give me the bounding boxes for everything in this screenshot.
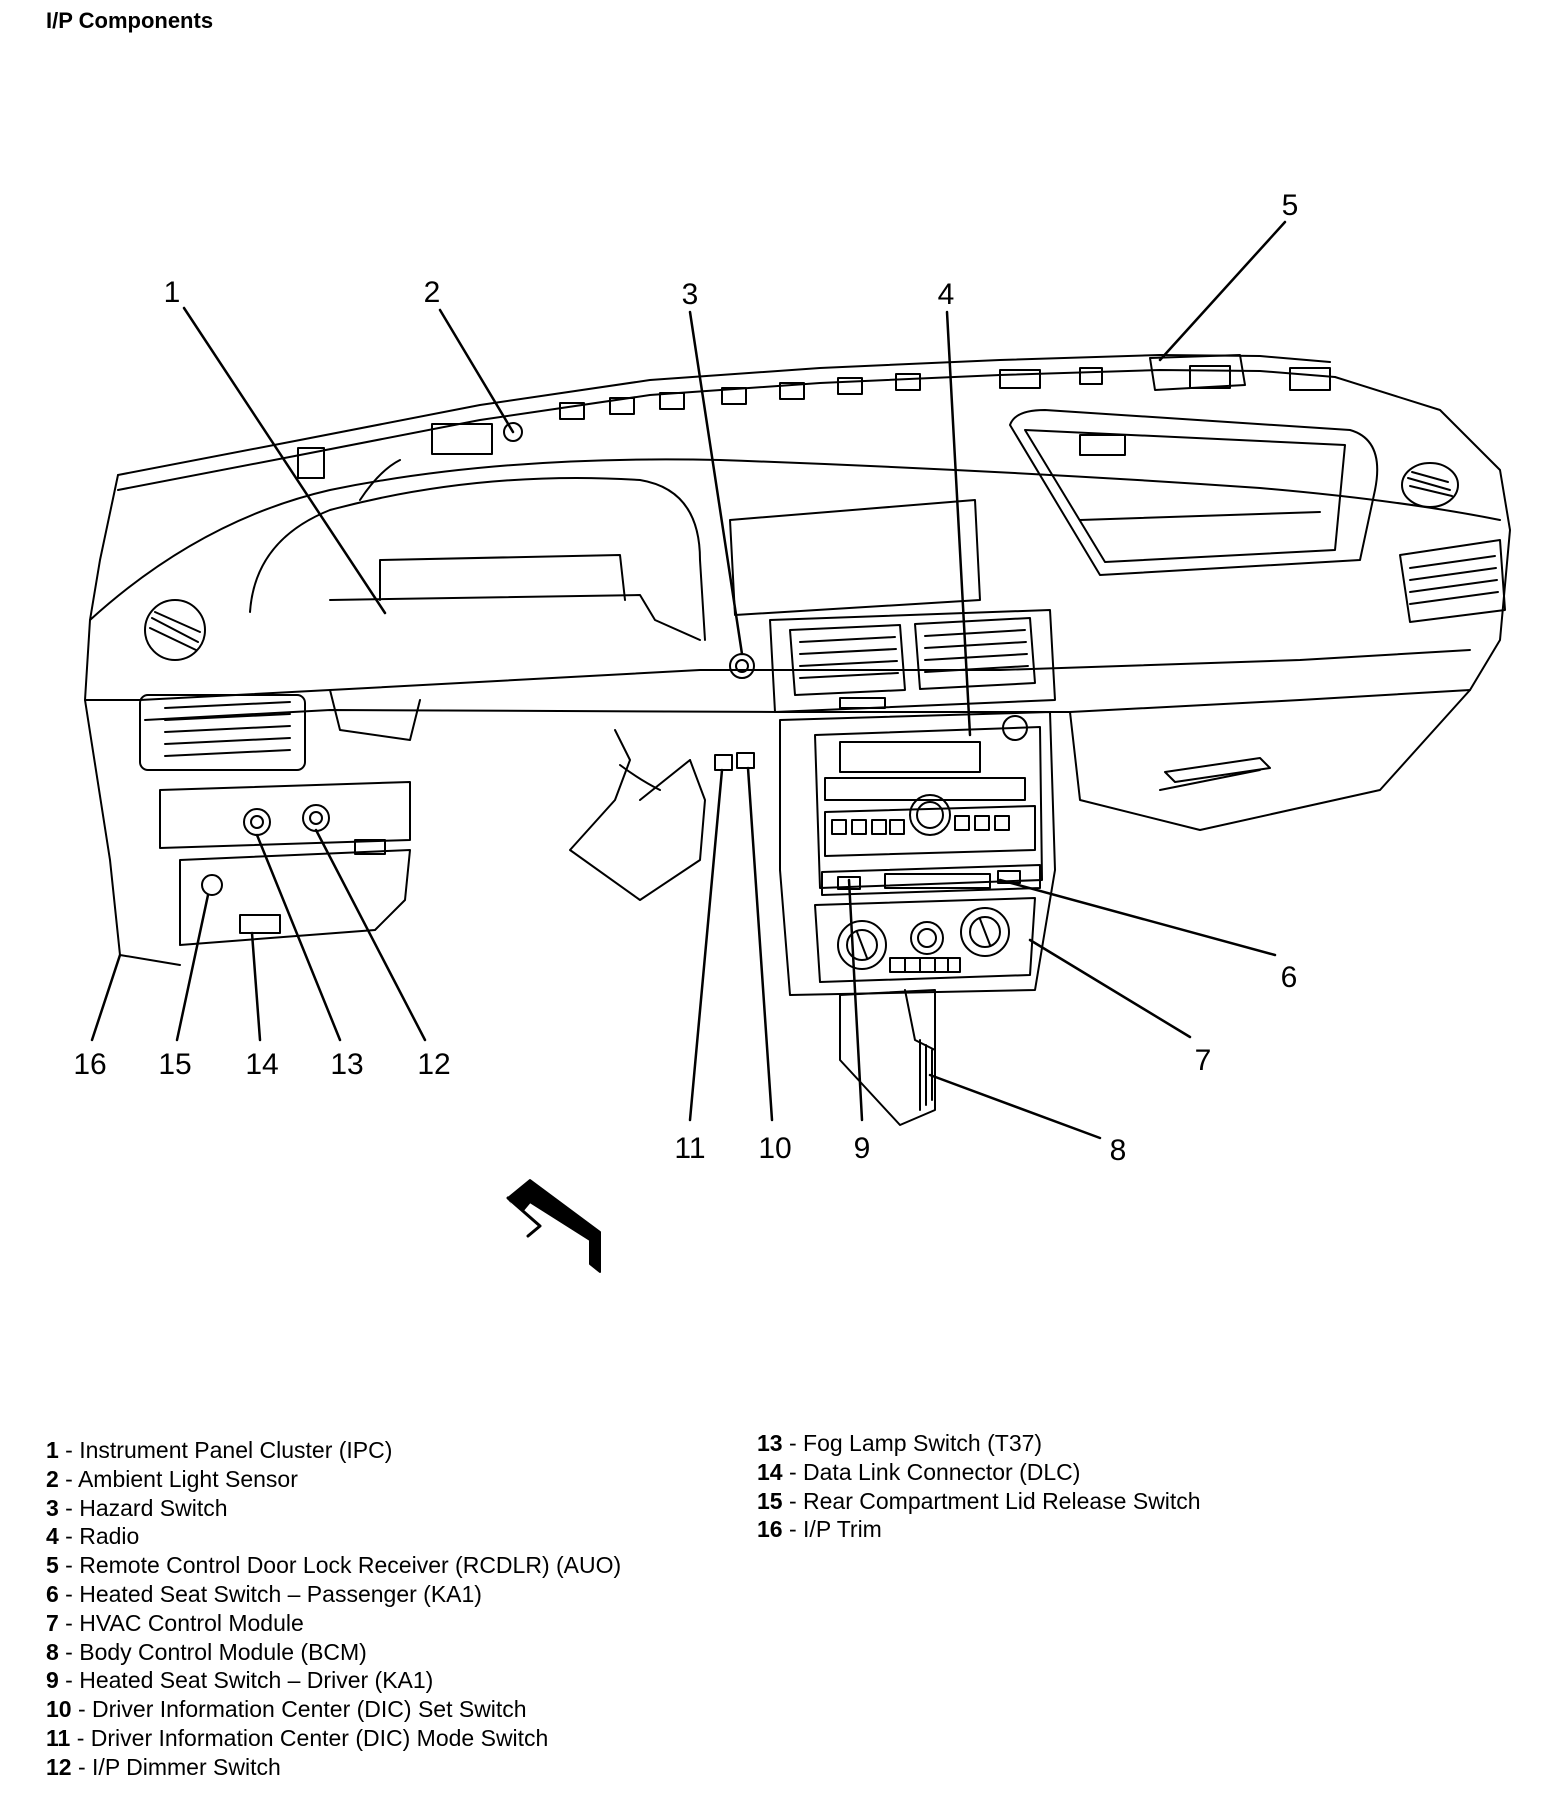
- defroster-slots: [297, 365, 1331, 479]
- callout-1: 1: [164, 276, 181, 309]
- legend-item: 15 - Rear Compartment Lid Release Switch: [757, 1487, 1201, 1516]
- legend-item: 4 - Radio: [46, 1522, 621, 1551]
- legend-text: - HVAC Control Module: [58, 1609, 304, 1636]
- legend-number: 16: [757, 1516, 783, 1543]
- legend-text: - Data Link Connector (DLC): [782, 1458, 1081, 1485]
- callout-14: 14: [245, 1048, 278, 1081]
- legend-item: 11 - Driver Information Center (DIC) Mod…: [46, 1724, 621, 1753]
- legend-item: 12 - I/P Dimmer Switch: [46, 1753, 621, 1782]
- instrument-panel-outline: [84, 354, 1511, 966]
- legend-number: 5: [46, 1552, 59, 1579]
- front-view-arrow: [506, 1179, 601, 1273]
- legend-text: - Body Control Module (BCM): [58, 1638, 367, 1665]
- legend-item: 10 - Driver Information Center (DIC) Set…: [46, 1695, 621, 1724]
- left-rect-vent: [139, 694, 306, 771]
- legend-number: 9: [46, 1667, 59, 1694]
- legend-item: 8 - Body Control Module (BCM): [46, 1638, 621, 1667]
- callout-10: 10: [758, 1132, 791, 1165]
- legend-number: 4: [46, 1523, 59, 1550]
- cluster-hood: [249, 459, 706, 741]
- legend-number: 15: [757, 1487, 783, 1514]
- legend-text: - Driver Information Center (DIC) Set Sw…: [71, 1696, 527, 1723]
- callout-4: 4: [938, 278, 955, 311]
- legend-number: 3: [46, 1494, 59, 1521]
- legend-text: - Heated Seat Switch – Passenger (KA1): [58, 1580, 482, 1607]
- legend-item: 9 - Heated Seat Switch – Driver (KA1): [46, 1666, 621, 1695]
- left-round-vent: [144, 599, 206, 661]
- legend-item: 7 - HVAC Control Module: [46, 1609, 621, 1638]
- legend-number: 8: [46, 1638, 59, 1665]
- instrument-panel-diagram: 1 2 3 4 5 6 7 8 9 10 11 12 13 14 15 16: [73, 189, 1511, 1273]
- legend-column-left: 1 - Instrument Panel Cluster (IPC) 2 - A…: [46, 1436, 621, 1782]
- steering-column-area: [569, 729, 706, 901]
- dic-switches: [714, 752, 755, 771]
- legend-number: 2: [46, 1465, 59, 1492]
- hazard-switch: [729, 653, 755, 679]
- callout-9: 9: [854, 1132, 871, 1165]
- legend-number: 1: [46, 1437, 59, 1463]
- legend-number: 6: [46, 1580, 59, 1607]
- legend-item: 13 - Fog Lamp Switch (T37): [757, 1429, 1201, 1458]
- callout-11: 11: [674, 1132, 705, 1165]
- legend-text: - Instrument Panel Cluster (IPC): [58, 1437, 393, 1463]
- legend-text: - Rear Compartment Lid Release Switch: [782, 1487, 1201, 1514]
- legend-text: - Ambient Light Sensor: [58, 1465, 298, 1492]
- callout-12: 12: [417, 1048, 450, 1081]
- left-switch-panel: [159, 781, 411, 946]
- legend-number: 13: [757, 1430, 783, 1456]
- legend-number: 10: [46, 1696, 72, 1723]
- callout-3: 3: [682, 278, 699, 311]
- right-round-vent: [1401, 462, 1459, 508]
- legend-number: 12: [46, 1753, 72, 1780]
- callout-15: 15: [158, 1048, 191, 1081]
- center-stack: [729, 499, 1056, 996]
- legend-item: 5 - Remote Control Door Lock Receiver (R…: [46, 1551, 621, 1580]
- legend-column-right: 13 - Fog Lamp Switch (T37) 14 - Data Lin…: [757, 1429, 1201, 1544]
- legend-text: - Driver Information Center (DIC) Mode S…: [70, 1724, 549, 1751]
- legend-text: - I/P Trim: [782, 1516, 882, 1543]
- callout-16: 16: [73, 1048, 106, 1081]
- legend-text: - Remote Control Door Lock Receiver (RCD…: [58, 1552, 622, 1579]
- legend-item: 16 - I/P Trim: [757, 1515, 1201, 1544]
- callout-5: 5: [1282, 189, 1299, 222]
- leader-lines: [90, 220, 1287, 1140]
- rcdlr-module: [1149, 354, 1246, 391]
- right-rect-vent: [1399, 539, 1506, 623]
- page-title: I/P Components: [46, 8, 214, 33]
- legend-item: 6 - Heated Seat Switch – Passenger (KA1): [46, 1580, 621, 1609]
- legend-number: 11: [46, 1724, 71, 1751]
- glove-box: [1009, 409, 1379, 791]
- legend-text: - Radio: [58, 1523, 140, 1550]
- callout-8: 8: [1110, 1134, 1127, 1167]
- legend-text: - Fog Lamp Switch (T37): [782, 1430, 1043, 1456]
- legend-number: 7: [46, 1609, 59, 1636]
- legend-text: - Heated Seat Switch – Driver (KA1): [58, 1667, 434, 1694]
- legend-text: - Hazard Switch: [58, 1494, 228, 1521]
- callout-13: 13: [330, 1048, 363, 1081]
- legend-text: - I/P Dimmer Switch: [71, 1753, 281, 1780]
- bcm-module: [839, 989, 936, 1126]
- legend-number: 14: [757, 1458, 783, 1485]
- callout-6: 6: [1281, 961, 1298, 994]
- callout-2: 2: [424, 276, 441, 309]
- legend-item: 2 - Ambient Light Sensor: [46, 1465, 621, 1494]
- legend-item: 14 - Data Link Connector (DLC): [757, 1458, 1201, 1487]
- callout-7: 7: [1195, 1044, 1212, 1077]
- callout-numbers: 1 2 3 4 5 6 7 8 9 10 11 12 13 14 15 16: [73, 189, 1298, 1167]
- legend-item: 3 - Hazard Switch: [46, 1494, 621, 1523]
- legend-item: 1 - Instrument Panel Cluster (IPC): [46, 1436, 621, 1465]
